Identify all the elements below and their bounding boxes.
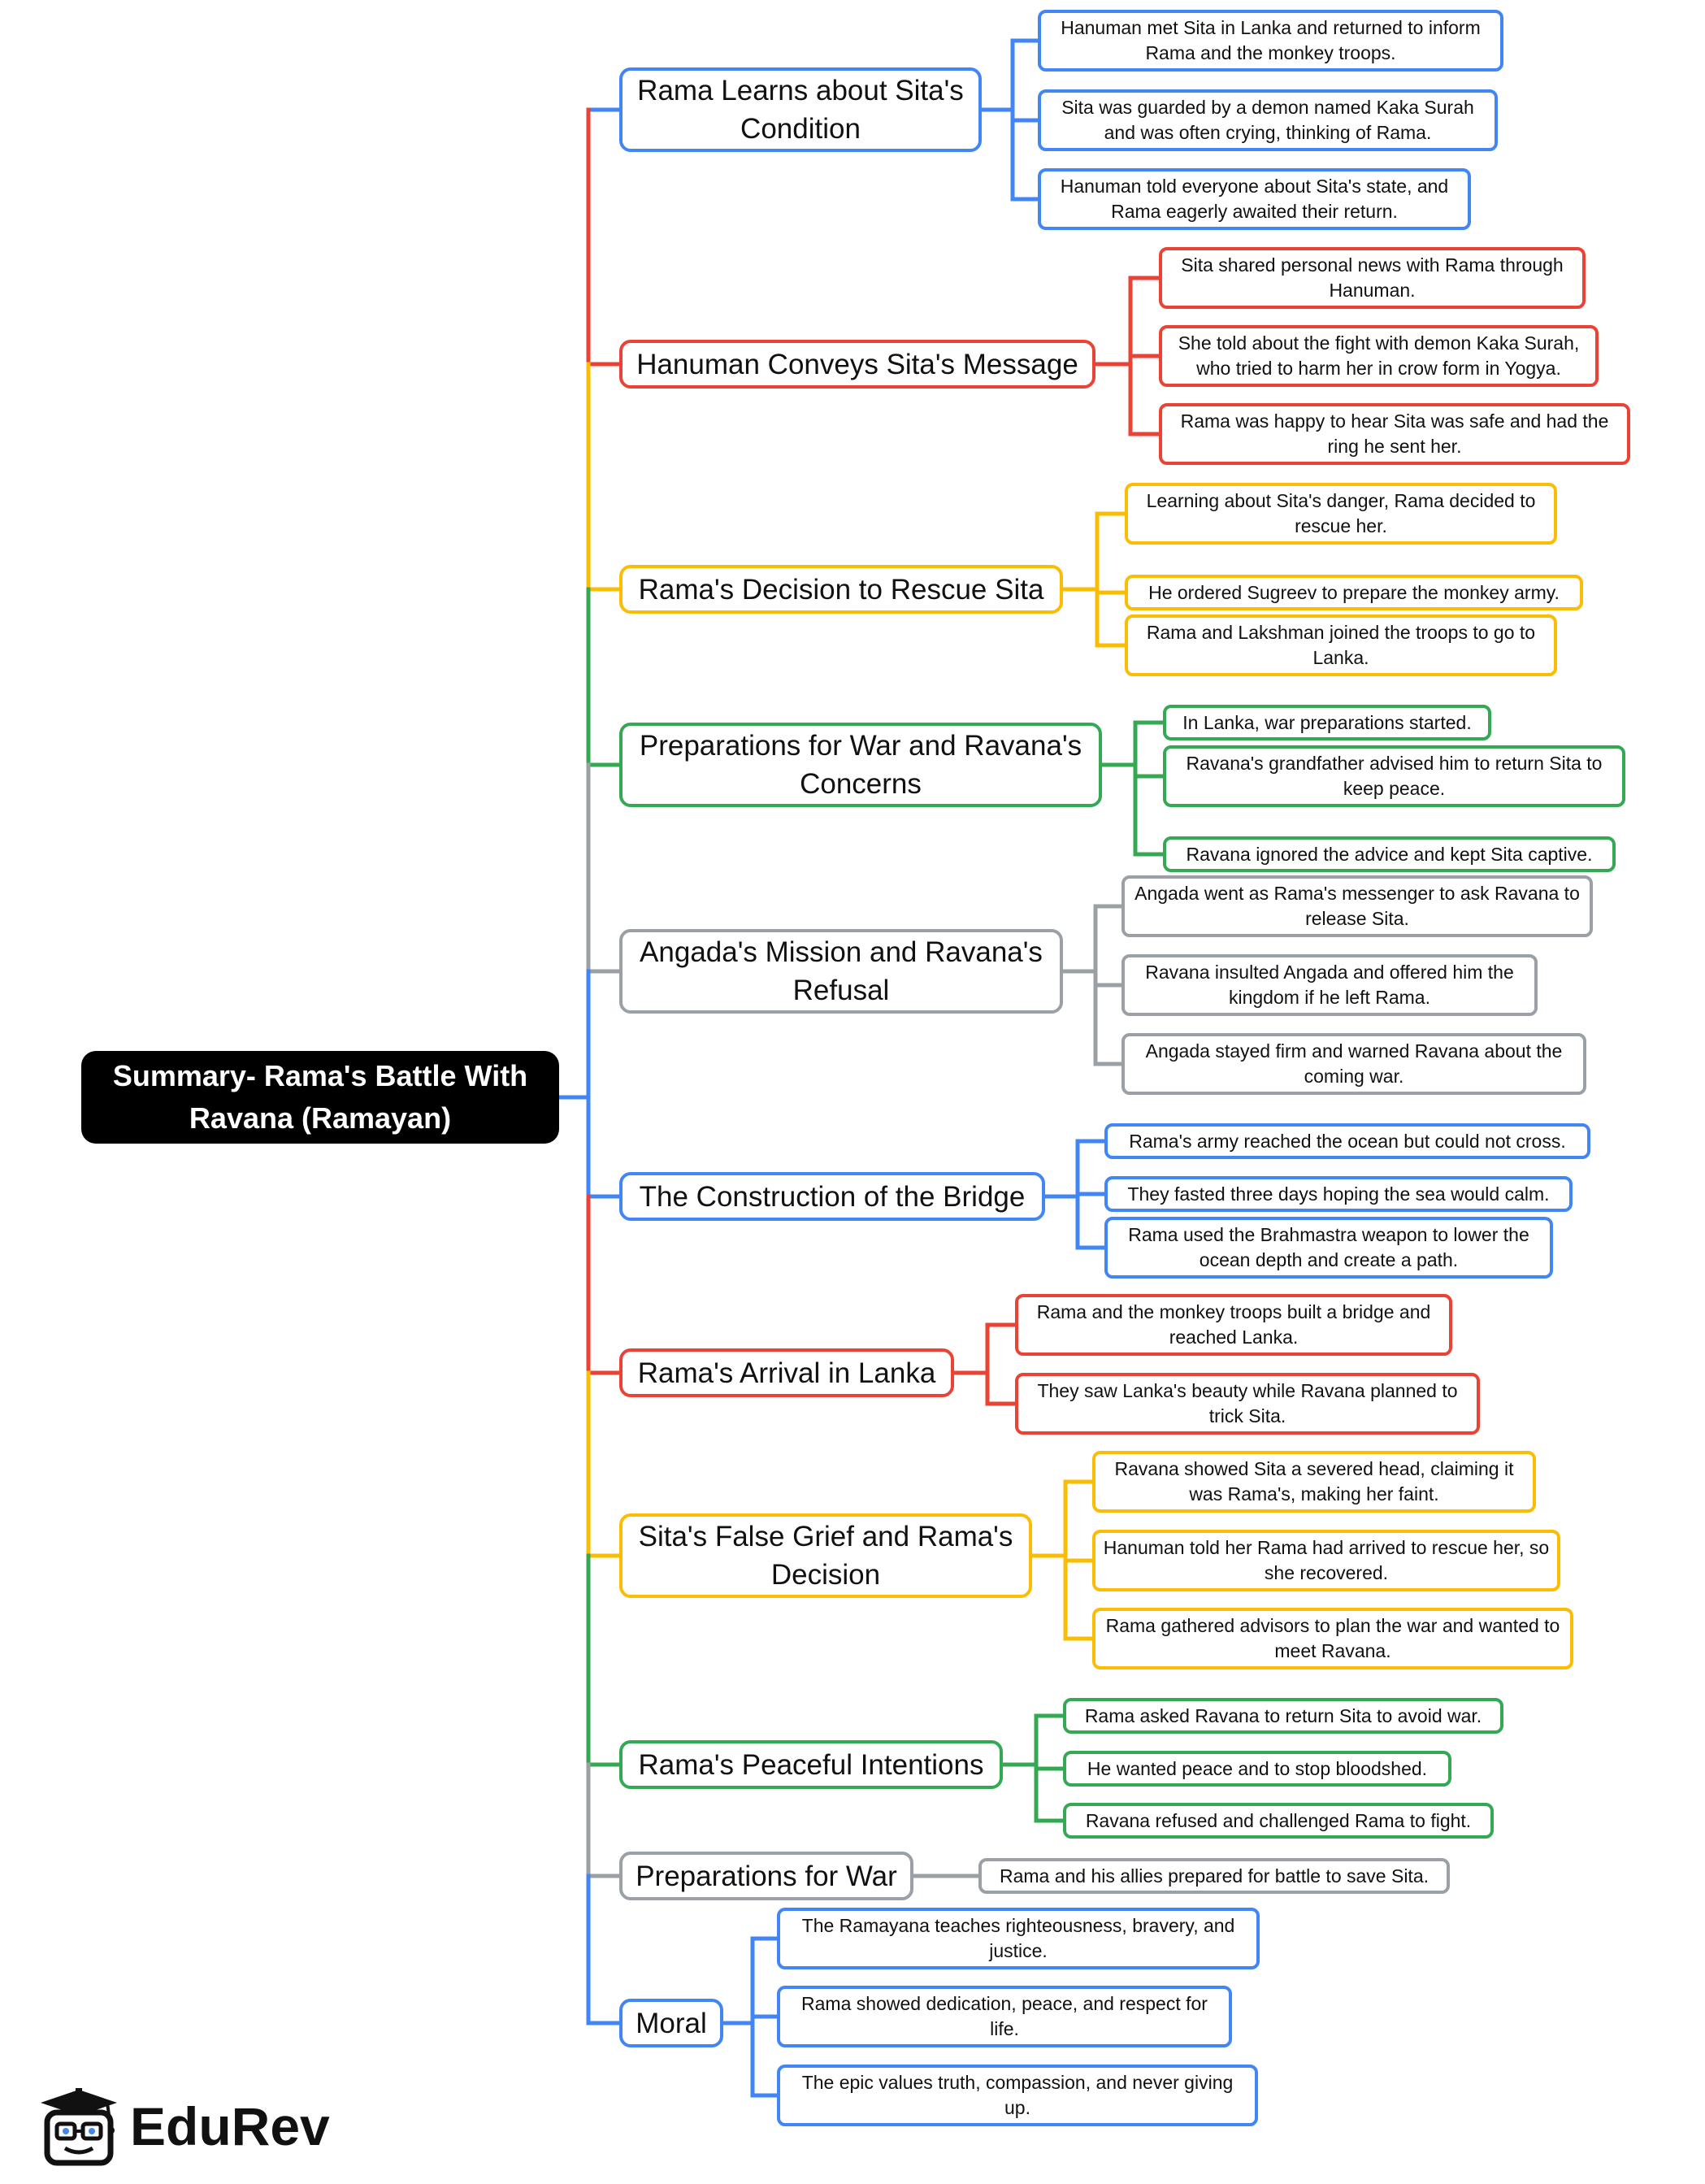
leaf-node: They saw Lanka's beauty while Ravana pla… [1015, 1373, 1480, 1435]
leaf-node: Sita was guarded by a demon named Kaka S… [1038, 89, 1498, 151]
leaf-node: Rama used the Brahmastra weapon to lower… [1104, 1217, 1553, 1279]
branch-node: Preparations for War and Ravana's Concer… [619, 723, 1102, 807]
leaf-node: In Lanka, war preparations started. [1163, 705, 1491, 740]
leaf-node: He ordered Sugreev to prepare the monkey… [1125, 575, 1583, 610]
branch-node: Angada's Mission and Ravana's Refusal [619, 929, 1063, 1014]
leaf-node: Ravana insulted Angada and offered him t… [1121, 954, 1538, 1016]
leaf-node: Ravana showed Sita a severed head, claim… [1092, 1451, 1536, 1513]
branch-node: Sita's False Grief and Rama's Decision [619, 1513, 1032, 1598]
branch-node: Rama Learns about Sita's Condition [619, 67, 982, 152]
leaf-node: Angada went as Rama's messenger to ask R… [1121, 875, 1593, 937]
leaf-node: Rama gathered advisors to plan the war a… [1092, 1608, 1573, 1669]
leaf-node: Rama asked Ravana to return Sita to avoi… [1063, 1698, 1503, 1734]
leaf-node: Ravana refused and challenged Rama to fi… [1063, 1803, 1494, 1839]
leaf-node: Hanuman told her Rama had arrived to res… [1092, 1530, 1560, 1591]
leaf-node: Rama and the monkey troops built a bridg… [1015, 1294, 1452, 1356]
branch-node: Preparations for War [619, 1852, 913, 1900]
leaf-node: Hanuman met Sita in Lanka and returned t… [1038, 10, 1503, 72]
edurev-logo-icon [41, 2088, 117, 2166]
branch-node: Rama's Arrival in Lanka [619, 1348, 954, 1397]
leaf-node: Ravana ignored the advice and kept Sita … [1163, 836, 1616, 872]
leaf-node: Learning about Sita's danger, Rama decid… [1125, 483, 1557, 545]
leaf-node: Rama and his allies prepared for battle … [978, 1858, 1450, 1894]
leaf-node: She told about the fight with demon Kaka… [1159, 325, 1599, 387]
leaf-node: Rama and Lakshman joined the troops to g… [1125, 614, 1557, 676]
leaf-node: They fasted three days hoping the sea wo… [1104, 1176, 1573, 1212]
edurev-wordmark: EduRev [130, 2096, 330, 2156]
branch-node: Moral [619, 1999, 723, 2047]
leaf-node: The Ramayana teaches righteousness, brav… [777, 1908, 1260, 1969]
branch-node: Rama's Peaceful Intentions [619, 1740, 1003, 1789]
root-title: Summary- Rama's Battle With Ravana (Rama… [81, 1051, 559, 1144]
leaf-node: Rama was happy to hear Sita was safe and… [1159, 403, 1630, 465]
leaf-node: Hanuman told everyone about Sita's state… [1038, 168, 1471, 230]
leaf-node: Rama showed dedication, peace, and respe… [777, 1986, 1232, 2047]
branch-node: Hanuman Conveys Sita's Message [619, 340, 1095, 389]
leaf-node: Ravana's grandfather advised him to retu… [1163, 745, 1625, 807]
branch-node: Rama's Decision to Rescue Sita [619, 565, 1063, 614]
leaf-node: Sita shared personal news with Rama thro… [1159, 247, 1586, 309]
leaf-node: The epic values truth, compassion, and n… [777, 2065, 1258, 2126]
leaf-node: He wanted peace and to stop bloodshed. [1063, 1751, 1451, 1787]
branch-node: The Construction of the Bridge [619, 1172, 1045, 1221]
leaf-node: Rama's army reached the ocean but could … [1104, 1123, 1590, 1159]
leaf-node: Angada stayed firm and warned Ravana abo… [1121, 1033, 1586, 1095]
